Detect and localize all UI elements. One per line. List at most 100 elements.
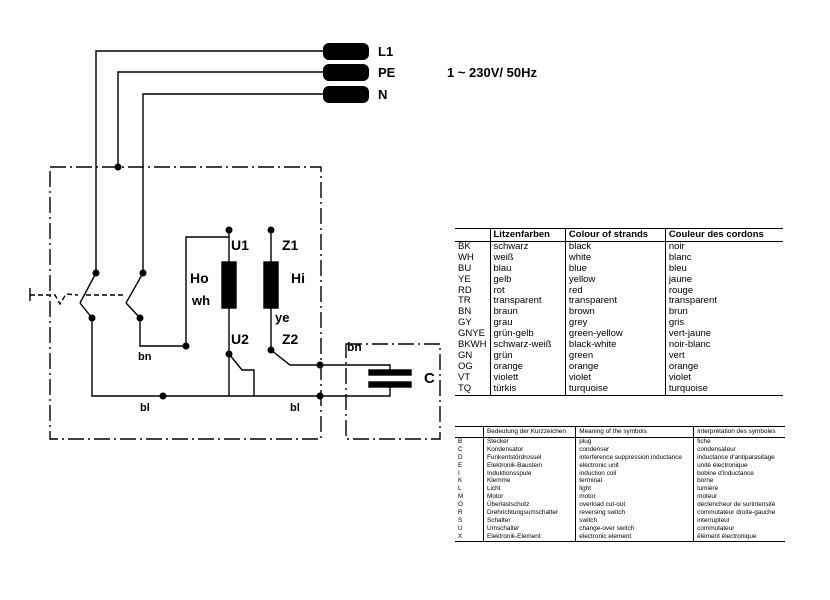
wire-pe bbox=[117, 71, 324, 167]
table-header: Meaning of the symbols bbox=[575, 426, 694, 438]
table-cell: fiche bbox=[693, 437, 785, 446]
table-cell: overload cut-out bbox=[575, 501, 694, 510]
table-cell: switch bbox=[575, 516, 694, 525]
wire-from-switch-l1 bbox=[91, 318, 254, 397]
table-cell: élément électronique bbox=[693, 532, 785, 542]
table-cell: orange bbox=[664, 361, 783, 373]
table-cell: B bbox=[458, 437, 463, 445]
terminal-label-pe: PE bbox=[378, 65, 396, 80]
table-cell: Stecker bbox=[482, 437, 576, 446]
table-cell: condensateur bbox=[693, 445, 785, 454]
table-cell: turquoise bbox=[564, 383, 666, 396]
table-cell: R bbox=[458, 509, 463, 517]
winding-main bbox=[221, 261, 237, 309]
table-cell: Induktionsspule bbox=[482, 469, 576, 478]
table-cell: noir-blanc bbox=[664, 339, 783, 351]
table-cell: U bbox=[458, 524, 463, 532]
table-cell: türkis bbox=[489, 383, 566, 396]
wire-from-switch-n bbox=[139, 236, 229, 347]
table-cell: red bbox=[564, 285, 666, 297]
changeover-link bbox=[228, 353, 255, 396]
table-cell: interrupteur bbox=[693, 516, 785, 525]
table-cell: moteur bbox=[693, 493, 785, 502]
table-cell: turquoise bbox=[664, 383, 783, 396]
table-cell: interference suppression inductance bbox=[575, 453, 694, 462]
label-wire-wh: wh bbox=[191, 293, 210, 308]
table-cell: O bbox=[458, 501, 463, 509]
symbol-meaning-table: Bedeutung der Kurzzeichen Meaning of the… bbox=[455, 426, 785, 542]
plug-l1 bbox=[323, 43, 369, 60]
table-cell: rouge bbox=[664, 285, 783, 297]
label-wire-bn-switch: bn bbox=[138, 351, 152, 363]
junction-dot bbox=[88, 314, 96, 322]
table-cell: brun bbox=[664, 306, 783, 319]
label-u1: U1 bbox=[231, 237, 249, 253]
table-cell: green-yellow bbox=[564, 328, 666, 341]
table-cell: blue bbox=[564, 263, 666, 275]
table-cell: unité électronique bbox=[693, 461, 785, 470]
label-wire-bl-right: bl bbox=[290, 402, 300, 414]
table-cell: grau bbox=[489, 317, 566, 330]
capacitor-plate-bottom bbox=[368, 381, 412, 388]
table-cell: electronic unit bbox=[575, 461, 694, 470]
table-cell: I bbox=[458, 469, 460, 477]
supply-voltage-title: 1 ~ 230V/ 50Hz bbox=[447, 65, 537, 80]
table-cell: TQ bbox=[458, 382, 472, 394]
junction-dot bbox=[159, 392, 167, 400]
table-cell: RD bbox=[458, 284, 472, 296]
table-cell: black bbox=[564, 241, 666, 253]
junction-dot bbox=[92, 269, 100, 277]
table-cell: light bbox=[575, 485, 694, 494]
table-cell: BU bbox=[458, 262, 472, 274]
terminal-label-l1: L1 bbox=[378, 44, 393, 59]
table-cell: M bbox=[458, 493, 464, 501]
table-cell: BN bbox=[458, 306, 472, 318]
table-cell: L bbox=[458, 485, 462, 493]
table-cell: rot bbox=[489, 285, 566, 297]
table-cell: Motor bbox=[482, 493, 576, 502]
wire-n bbox=[142, 93, 324, 273]
table-cell: Drehrichtungsumschalter bbox=[482, 509, 576, 517]
junction-dot bbox=[267, 226, 275, 234]
label-wire-ye: ye bbox=[275, 310, 289, 325]
label-z2: Z2 bbox=[282, 331, 299, 347]
table-cell: reversing switch bbox=[575, 509, 694, 517]
table-cell: Elektronik-Element bbox=[482, 532, 576, 542]
table-cell: X bbox=[458, 532, 463, 540]
table-cell: condenser bbox=[575, 445, 694, 454]
table-cell: motor bbox=[575, 493, 694, 502]
table-cell: Licht bbox=[482, 485, 576, 494]
table-cell: BKWH bbox=[458, 339, 487, 351]
terminal-label-n: N bbox=[378, 87, 387, 102]
junction-dot bbox=[316, 392, 324, 400]
junction-dot bbox=[114, 163, 122, 171]
table-header: Couleur des cordons bbox=[664, 228, 783, 242]
plug-n bbox=[323, 86, 369, 103]
table-cell: Kondensator bbox=[482, 445, 576, 454]
table-cell: black-white bbox=[564, 339, 666, 351]
table-cell: noir bbox=[664, 241, 783, 253]
table-cell: E bbox=[458, 461, 463, 469]
table-cell: GN bbox=[458, 349, 473, 361]
junction-dot bbox=[225, 350, 233, 358]
wire-l1 bbox=[95, 50, 324, 273]
motor-enclosure bbox=[49, 166, 322, 440]
table-cell: orange bbox=[489, 361, 566, 373]
table-cell: orange bbox=[564, 361, 666, 373]
table-header: Litzenfarben bbox=[489, 228, 566, 242]
table-cell: electronic element bbox=[575, 532, 694, 542]
